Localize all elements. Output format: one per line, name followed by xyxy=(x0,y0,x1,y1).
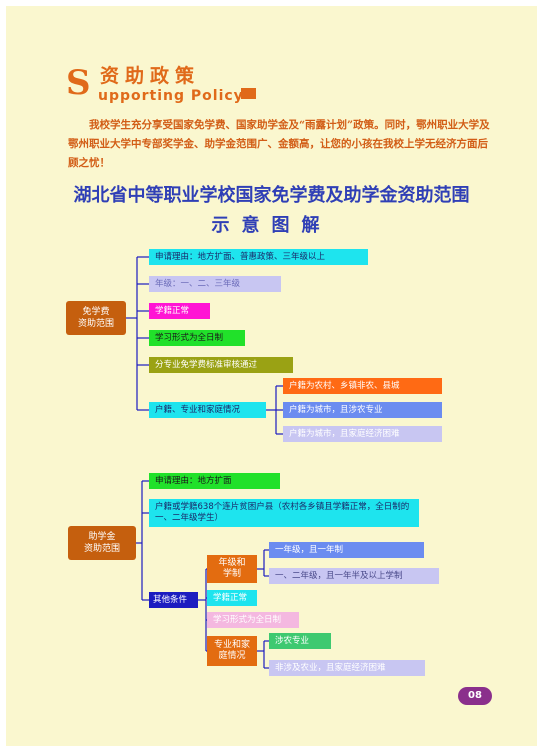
grant-poverty-county-node: 户籍或学籍638个连片贫困户县（农村各乡镇且学籍正常，全日制的一、二年级学生） xyxy=(149,499,419,527)
household-rural-node: 户籍为农村、乡镇非农、县城 xyxy=(283,378,442,394)
header-title-en: upporting Policy xyxy=(98,88,244,104)
tuition-standard-node: 分专业免学费标准审核通过 xyxy=(149,357,293,373)
tuition-mode-node: 学习形式为全日制 xyxy=(149,330,245,346)
header-square-icon xyxy=(241,88,256,99)
tuition-root-node: 免学费资助范围 xyxy=(66,301,126,335)
page: S 资助政策 upporting Policy 我校学生充分享受国家免学费、国家… xyxy=(6,6,537,746)
diagram-subtitle: 示意图解 xyxy=(211,215,332,236)
intro-paragraph: 我校学生充分享受国家免学费、国家助学金及“雨露计划”政策。同时，鄂州职业大学及鄂… xyxy=(68,119,490,169)
grant-status-node: 学籍正常 xyxy=(207,590,257,606)
grant-grade-1-node: 一年级，且一年制 xyxy=(269,542,424,558)
grant-agri-major-node: 涉农专业 xyxy=(269,633,331,649)
household-city-poor-node: 户籍为城市，且家庭经济困难 xyxy=(283,426,442,442)
grant-major-label-node: 专业和家庭情况 xyxy=(207,636,257,666)
page-number-badge: 08 xyxy=(458,687,492,705)
header-s-letter: S xyxy=(66,63,91,103)
tuition-household-node: 户籍、专业和家庭情况 xyxy=(149,402,266,418)
diagram-title: 湖北省中等职业学校国家免学费及助学金资助范围 xyxy=(73,185,470,206)
grant-reason-node: 申请理由：地方扩面 xyxy=(149,473,280,489)
grant-grade-2-node: 一、二年级，且一年半及以上学制 xyxy=(269,568,439,584)
grant-mode-node: 学习形式为全日制 xyxy=(207,612,299,628)
header-title-cn: 资助政策 xyxy=(100,65,201,87)
tuition-grade-node: 年级：一、二、三年级 xyxy=(149,276,281,292)
tuition-reason-node: 申请理由：地方扩面、普惠政策、三年级以上 xyxy=(149,249,368,265)
grant-nonagri-poor-node: 非涉及农业，且家庭经济困难 xyxy=(269,660,425,676)
grant-other-node: 其他条件 xyxy=(149,592,198,608)
connector-lines xyxy=(126,256,283,669)
grant-root-node: 助学金资助范围 xyxy=(68,526,136,560)
tuition-status-node: 学籍正常 xyxy=(149,303,210,319)
household-city-agri-node: 户籍为城市，且涉农专业 xyxy=(283,402,442,418)
grant-grade-label-node: 年级和学制 xyxy=(207,555,257,583)
